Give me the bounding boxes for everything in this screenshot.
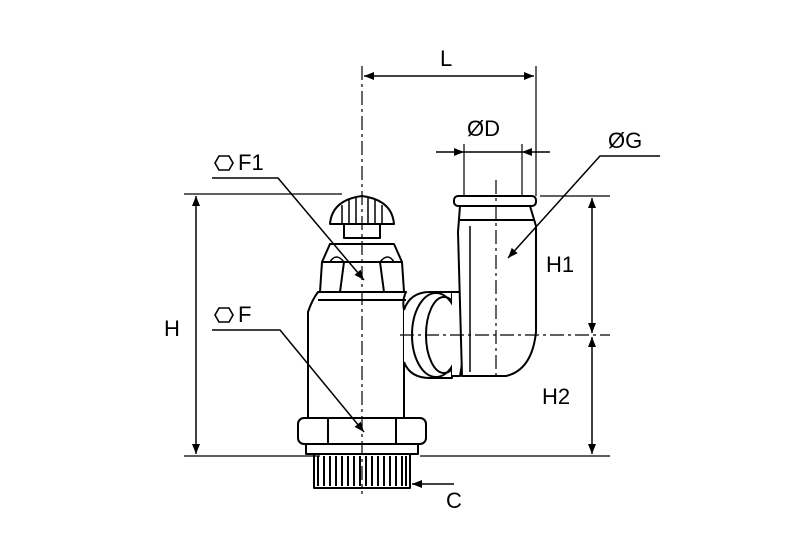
push-in-tube	[453, 195, 537, 377]
label-F1-text: F1	[238, 150, 264, 175]
label-H2: H2	[542, 384, 571, 409]
label-diameter-G: ØG	[608, 128, 643, 153]
label-F: F	[214, 304, 251, 326]
label-L: L	[440, 46, 453, 71]
label-H: H	[164, 316, 180, 341]
label-F1: F1	[214, 152, 264, 174]
leader-F	[212, 329, 365, 433]
hexagon-icon	[214, 307, 234, 323]
leader-G	[507, 155, 660, 259]
dimension-lines	[192, 72, 596, 488]
label-C: C	[446, 488, 462, 513]
label-H1: H1	[546, 252, 575, 277]
leader-lines	[212, 155, 660, 433]
main-body	[307, 291, 407, 419]
hexagon-icon	[214, 155, 234, 171]
leader-F1	[212, 177, 365, 281]
label-diameter-D: ØD	[467, 116, 500, 141]
extension-lines	[184, 66, 610, 457]
label-F-text: F	[238, 302, 252, 327]
